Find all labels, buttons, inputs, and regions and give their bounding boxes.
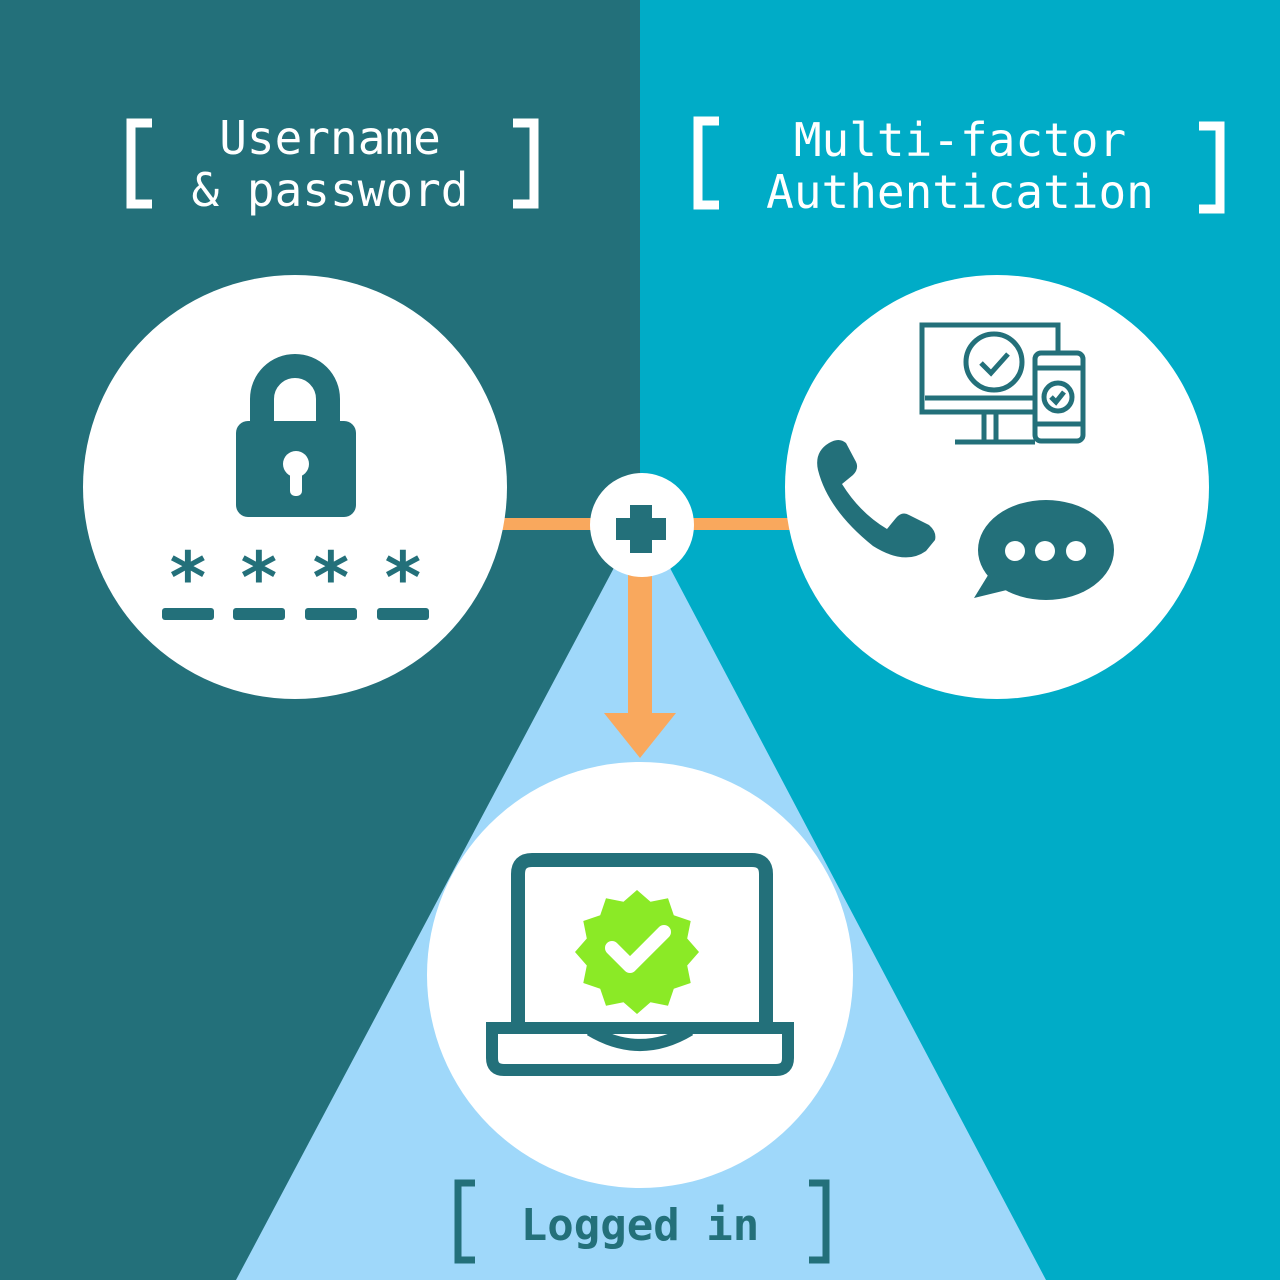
password-mask-underline (377, 608, 429, 620)
unlocked-padlock-icon (236, 354, 356, 517)
phone-handset-icon (817, 440, 936, 558)
chat-bubble-icon (974, 500, 1114, 600)
logged-in-label: Logged in (520, 1200, 760, 1251)
verified-badge-check-icon (575, 890, 699, 1014)
plus-icon (616, 505, 666, 553)
password-mask-char: * (382, 537, 424, 619)
arrow-down-icon (604, 575, 676, 758)
left-label-line-2: & password (191, 163, 469, 217)
password-mask-char: * (167, 537, 209, 619)
right-label-brackets (693, 116, 1225, 214)
left-label-line-1: Username (219, 111, 441, 165)
right-label-line-2: Authentication (766, 165, 1154, 219)
right-label-line-1: Multi-factor (793, 113, 1127, 167)
left-label-brackets (126, 118, 539, 209)
bottom-label-brackets (454, 1179, 830, 1264)
masked-password-icon: * * * * (162, 537, 429, 620)
connector-lines (495, 518, 795, 530)
mfa-label: Multi-factor Authentication (722, 114, 1198, 218)
password-mask-underline (305, 608, 357, 620)
username-password-label: Username & password (150, 112, 510, 216)
password-mask-underline (162, 608, 214, 620)
password-mask-char: * (238, 537, 280, 619)
password-mask-underline (233, 608, 285, 620)
computer-and-phone-check-icon (919, 322, 1086, 445)
password-mask-char: * (310, 537, 352, 619)
laptop-icon (486, 853, 794, 1076)
mfa-circle (785, 275, 1209, 699)
